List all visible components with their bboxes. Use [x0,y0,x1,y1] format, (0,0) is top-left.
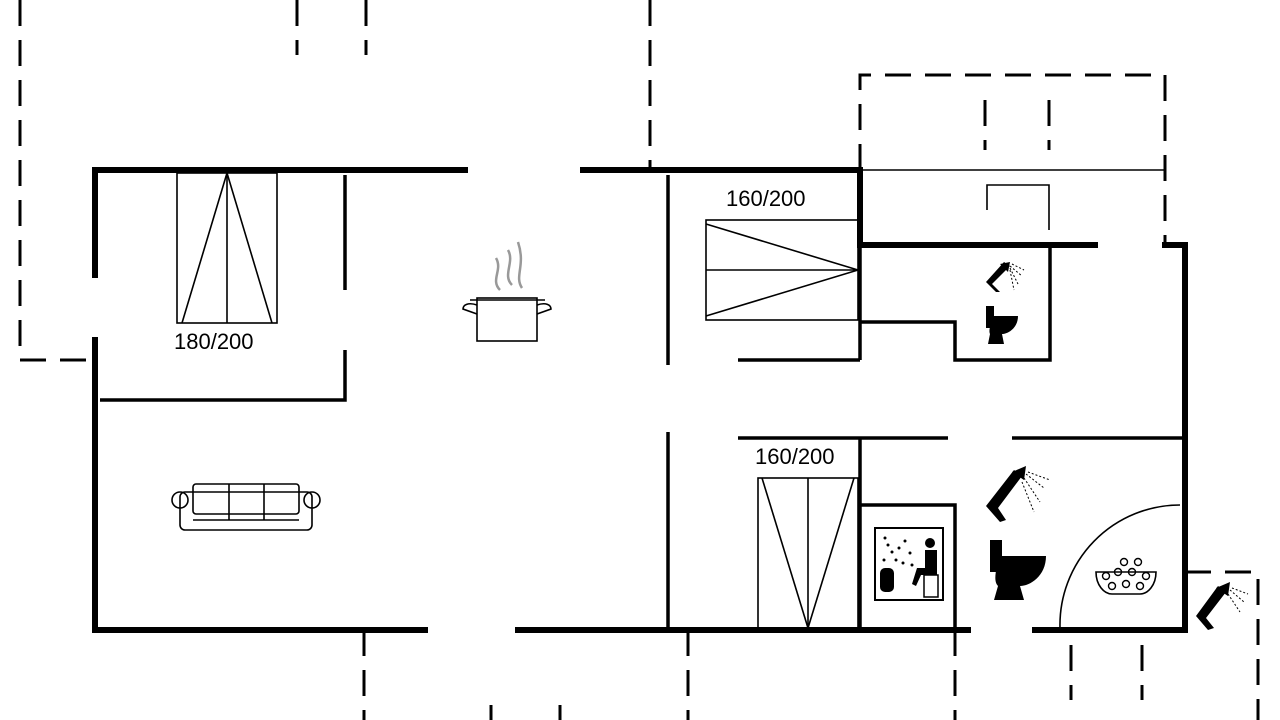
sauna-icon [874,527,944,601]
terrace-outlines [18,0,1260,720]
bed-160-200-upper [705,219,859,321]
interior-walls [100,169,1185,628]
whirlpool-icon [1059,504,1181,629]
sofa-icon [171,483,321,531]
bed-label: 180/200 [174,329,254,354]
bed-180-200 [176,172,278,324]
bed-label: 160/200 [755,444,835,469]
shower-icon [1196,582,1249,630]
shower-icon [986,262,1025,292]
bed-160-200-lower [757,477,859,629]
toilet-icon [990,540,1046,600]
shower-icon [986,466,1051,522]
cooking-pot-icon [462,241,552,342]
toilet-icon [986,306,1018,344]
outer-walls [92,167,1188,633]
bed-label: 160/200 [726,186,806,211]
